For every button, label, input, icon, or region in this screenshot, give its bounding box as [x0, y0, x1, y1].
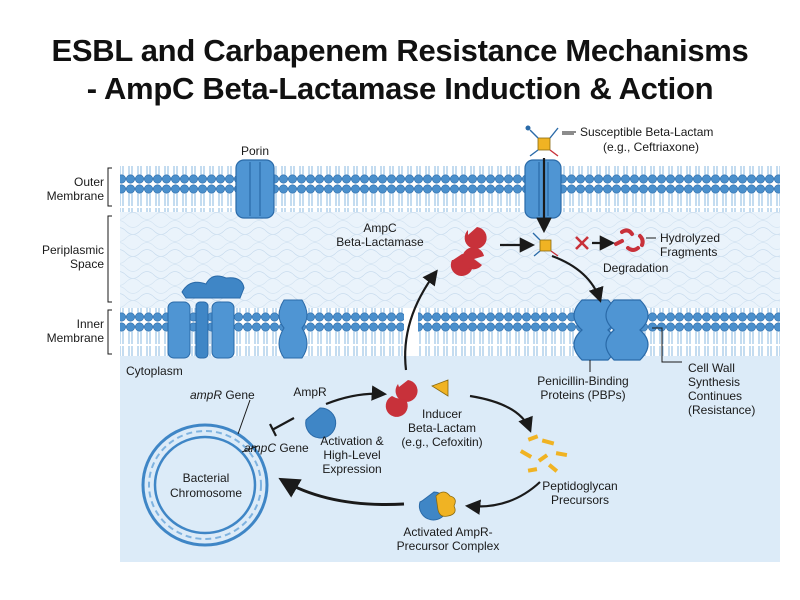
inducer-label-1: Inducer [422, 407, 462, 421]
pointer-lines [107, 131, 682, 372]
complex-label-1: Activated AmpR- [403, 525, 492, 539]
porin-label: Porin [241, 144, 269, 158]
activation-label-1: Activation & [320, 434, 383, 448]
pbp-label-1: Penicillin-Binding [537, 374, 628, 388]
ampr-precursor-complex [418, 491, 456, 521]
activation-label-3: Expression [322, 462, 381, 476]
degradation-cross-icon [575, 236, 589, 250]
ampr-gene-italic: ampR [190, 388, 222, 402]
outer-membrane-label-2: Membrane [47, 189, 105, 203]
ampc-label-1: AmpC [363, 221, 397, 235]
inducer-beta-lactam-icon [431, 379, 449, 397]
ampr-gene-label: ampR Gene [190, 388, 255, 402]
outer-membrane-label-1: Outer [74, 175, 104, 189]
porin-channel [235, 159, 275, 219]
cell-wall-label-1: Cell Wall [688, 361, 735, 375]
hydrolyzed-fragments-label-1: Hydrolyzed [660, 231, 720, 245]
cell-wall-label-2: Synthesis [688, 375, 740, 389]
complex-label-2: Precursor Complex [397, 539, 500, 553]
activation-label-2: High-Level [323, 448, 380, 462]
inner-membrane-transporter [167, 275, 245, 359]
chromosome-label-2: Chromosome [170, 486, 242, 500]
ampc-enzyme-periplasm [450, 227, 487, 276]
peptidoglycan-precursors-icon [519, 434, 568, 473]
beta-lactam-molecule-periplasm [532, 232, 559, 257]
ampr-label: AmpR [293, 385, 327, 399]
inhibition-bar [269, 423, 277, 437]
gene-pointers [237, 399, 259, 453]
degradation-label: Degradation [603, 261, 668, 275]
title-line-1: ESBL and Carbapenem Resistance Mechanism… [51, 33, 749, 68]
inducer-label-2: Beta-Lactam [408, 421, 476, 435]
beta-lactam-molecule-outside [525, 125, 574, 157]
ampr-gene-rest: Gene [222, 388, 255, 402]
inner-membrane-protein [278, 299, 308, 359]
inducer-label-3: (e.g., Cefoxitin) [401, 435, 482, 449]
inner-membrane-label-2: Membrane [47, 331, 105, 345]
susceptible-beta-lactam-label-2: (e.g., Ceftriaxone) [603, 140, 699, 154]
inner-membrane-label-1: Inner [77, 317, 104, 331]
periplasmic-space-label-2: Space [70, 257, 104, 271]
cell-wall-label-3: Continues [688, 389, 742, 403]
ampc-gene-italic: ampC [244, 441, 276, 455]
bacterial-chromosome-dna [141, 423, 269, 547]
pbp-label-2: Proteins (PBPs) [540, 388, 625, 402]
ampc-gene-label: ampC Gene [244, 441, 309, 455]
outer-membrane [120, 166, 780, 212]
peptidoglycan-label-2: Precursors [551, 493, 609, 507]
title-line-2: - AmpC Beta-Lactamase Induction & Action [86, 71, 714, 106]
hydrolyzed-fragments-icon [614, 228, 645, 252]
cell-wall-label-4: (Resistance) [688, 403, 755, 417]
cytoplasm-label: Cytoplasm [126, 364, 183, 378]
pbp-proteins [573, 299, 649, 361]
ampc-gene-rest: Gene [276, 441, 309, 455]
chromosome-label-1: Bacterial [183, 471, 230, 485]
ampr-protein [305, 407, 337, 439]
hydrolyzed-fragments-label-2: Fragments [660, 245, 717, 259]
susceptible-beta-lactam-label-1: Susceptible Beta-Lactam [580, 125, 713, 139]
diagram-title: ESBL and Carbapenem Resistance Mechanism… [0, 32, 800, 108]
peptidoglycan-label-1: Peptidoglycan [542, 479, 617, 493]
periplasmic-space-label-1: Periplasmic [42, 243, 104, 257]
arrows [271, 158, 616, 515]
ampc-label-2: Beta-Lactamase [336, 235, 424, 249]
ampc-enzyme-cytoplasm [385, 380, 418, 417]
